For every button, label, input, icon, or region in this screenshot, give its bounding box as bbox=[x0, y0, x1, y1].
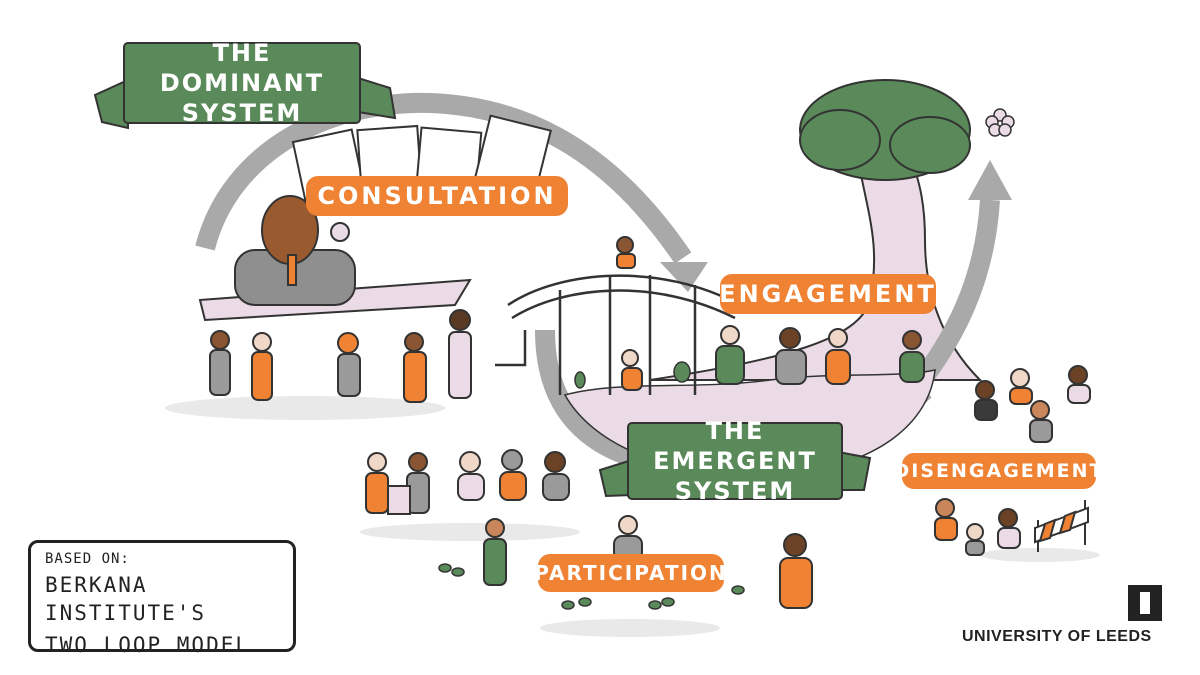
barrier-icon bbox=[1034, 500, 1089, 552]
institution-name: UNIVERSITY OF LEEDS bbox=[962, 628, 1152, 645]
university-crest-icon bbox=[1128, 585, 1162, 621]
source-heading: Based on: bbox=[45, 551, 130, 567]
official-figure bbox=[234, 195, 356, 306]
people-disengagement bbox=[934, 365, 1091, 556]
label-engagement: Engagement bbox=[719, 274, 936, 314]
label-disengagement: Disengagement bbox=[893, 453, 1103, 489]
flower-icon bbox=[985, 108, 1015, 137]
people-consultation bbox=[209, 309, 472, 403]
label-participation: Participation bbox=[534, 554, 726, 592]
people-participation bbox=[365, 449, 813, 609]
people-engagement bbox=[616, 236, 925, 391]
source-line-2: Two Loop Model bbox=[45, 633, 251, 657]
source-box: Based on: Berkana Institute's Two Loop M… bbox=[28, 540, 296, 657]
label-emergent-system: The Emergent System bbox=[653, 417, 817, 505]
label-dominant-system: The Dominant System bbox=[159, 39, 325, 127]
banner-emergent bbox=[598, 422, 872, 500]
bridge-illustration bbox=[495, 274, 741, 395]
banner-dominant bbox=[93, 42, 397, 130]
sprouts bbox=[438, 361, 745, 610]
source-line-1: Berkana Institute's bbox=[45, 573, 207, 625]
tree-illustration bbox=[649, 79, 1015, 381]
ground-shadows bbox=[165, 396, 1100, 637]
label-consultation: Consultation bbox=[306, 176, 568, 216]
